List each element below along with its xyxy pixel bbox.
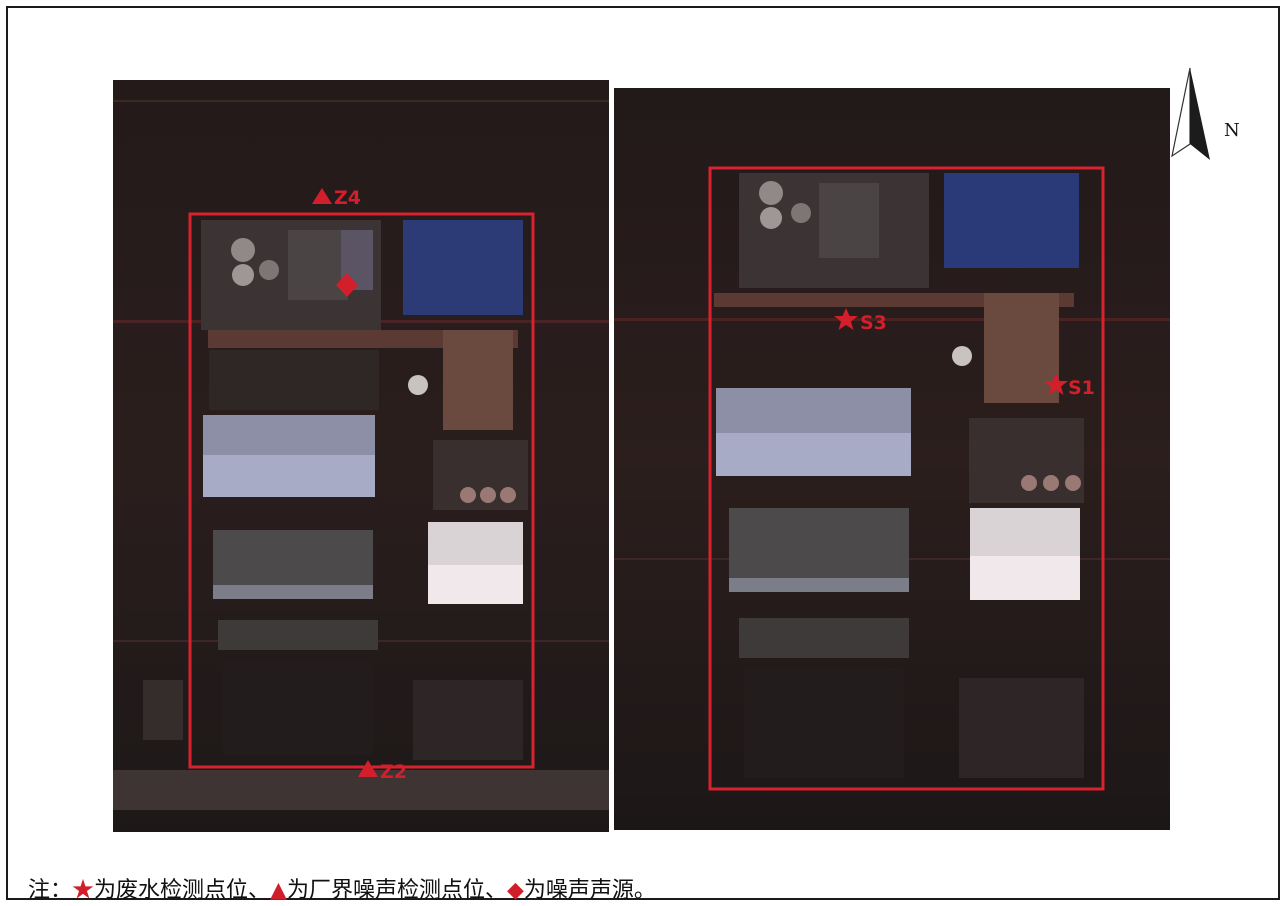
legend-triangle-text: 为厂界噪声检测点位、: [286, 878, 507, 903]
marker-label-z4: Z4: [334, 187, 361, 209]
legend: 注：★为废水检测点位、▲为厂界噪声检测点位、◆为噪声声源。: [28, 872, 656, 904]
map-panel-right: S3 S1: [614, 88, 1170, 830]
north-label: N: [1224, 120, 1240, 141]
marker-label-s3: S3: [860, 312, 887, 334]
triangle-icon: ▲: [270, 878, 287, 903]
noise-point-triangle-z4: [312, 188, 332, 204]
wastewater-point-star-s3: [834, 308, 858, 330]
figure-frame: [6, 6, 1280, 900]
marker-label-z2: Z2: [380, 761, 407, 783]
noise-point-triangle-z2: [358, 760, 378, 777]
star-icon: ★: [72, 878, 95, 903]
legend-diamond-text: 为噪声声源。: [523, 878, 656, 903]
legend-prefix: 注：: [28, 878, 73, 903]
legend-star-text: 为废水检测点位、: [94, 878, 271, 903]
wastewater-point-star-s1: [1044, 373, 1068, 395]
diamond-icon: ◆: [506, 878, 524, 903]
noise-source-diamond: [336, 273, 358, 297]
north-arrow: N: [1166, 62, 1246, 172]
north-arrow-icon: N: [1171, 67, 1240, 160]
marker-label-s1: S1: [1068, 377, 1095, 399]
map-panel-left: Z4 Z2: [113, 80, 609, 832]
